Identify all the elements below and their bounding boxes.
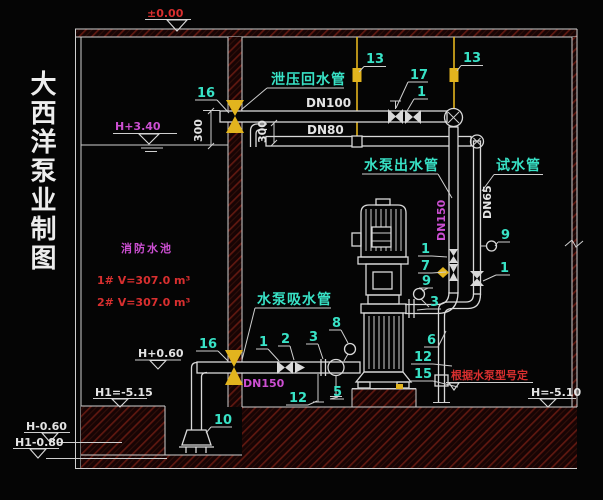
label-test-pipe: 试水管 (496, 157, 541, 174)
dim-pipe-gap: 300 (256, 120, 269, 143)
elev-water-level: H+3.40 (115, 120, 161, 133)
motor-terminal-box (371, 226, 392, 248)
drawing-title-vertical: 大西洋泵业制图 (26, 70, 56, 273)
callout-15: 15 (414, 367, 432, 382)
suction-gauge (343, 342, 357, 356)
wall-break-symbol (564, 239, 584, 248)
callout-16b: 16 (199, 337, 217, 352)
elev-suction-pipe: H+0.60 (138, 347, 184, 360)
note-per-pump-model: 根据水泵型号定 (451, 368, 528, 382)
pump-lantern (365, 263, 402, 296)
elev-ground: ±0.00 (147, 7, 184, 20)
suction-gate-valve (285, 361, 293, 374)
pool-volume-2: 2# V=307.0 m³ (97, 296, 191, 309)
number-callouts: 13 13 16 17 1 9 1 1 7 9 3 6 12 (195, 51, 510, 434)
elev-pool-base: H1=-5.15 (95, 386, 153, 399)
motor-lifting-cap (375, 198, 391, 206)
suction-reducer (295, 362, 305, 373)
callout-16a: 16 (197, 86, 215, 101)
tee-symbol (469, 134, 485, 149)
dn80-pipe (265, 135, 472, 147)
suction-drain (330, 376, 342, 397)
riser-coupling-2 (449, 68, 459, 82)
label-dn100: DN100 (306, 96, 351, 110)
callout-5: 5 (333, 385, 342, 400)
elevation-markers: ±0.00 H+3.40 H+0.60 H1=-5.15 H-0.60 H1-0… (13, 7, 581, 459)
vertical-multistage-pump (351, 198, 416, 389)
pump-foundation (351, 388, 417, 408)
riser-junction-box (351, 135, 363, 148)
dimensions: 300 300 (192, 107, 278, 150)
callout-13a: 13 (366, 52, 384, 67)
callout-2: 2 (281, 332, 290, 347)
callout-9b: 9 (422, 274, 431, 289)
motor-flange (357, 256, 409, 265)
motor-body (360, 204, 407, 258)
label-pump-outlet: 水泵出水管 (364, 157, 439, 174)
callout-10: 10 (214, 413, 232, 428)
elbow-up-symbol (443, 107, 464, 128)
label-fire-pool: 消防水池 (121, 241, 173, 255)
label-dn150-suction: DN150 (243, 377, 285, 390)
dn80-gooseneck (249, 123, 267, 147)
callout-1d: 1 (259, 335, 268, 350)
valves (225, 100, 484, 385)
label-dn150-riser: DN150 (435, 199, 448, 241)
pump-head (367, 294, 400, 305)
elev-outside-lower: H1-0.80 (15, 436, 64, 449)
piping (179, 107, 498, 453)
pipe-labels: 泄压回水管 DN100 DN80 水泵出水管 试水管 DN150 DN65 水泵… (240, 71, 543, 390)
foot-valve (179, 429, 214, 453)
callout-1b: 1 (500, 261, 509, 276)
callout-12b: 12 (289, 391, 307, 406)
callout-7: 7 (421, 259, 430, 274)
callout-1a: 1 (417, 85, 426, 100)
test-gauge (485, 240, 498, 252)
elev-outside-upper: H-0.60 (26, 420, 67, 433)
callout-17: 17 (410, 68, 428, 83)
label-pump-suction: 水泵吸水管 (257, 291, 332, 308)
anchor-bolt (396, 384, 403, 389)
wall-sleeve-bottom (225, 367, 243, 385)
callout-8: 8 (332, 316, 341, 331)
suction-flex-joint (320, 359, 327, 376)
dn100-gate-valve (395, 109, 403, 124)
suction-elbow-body (327, 358, 345, 377)
callout-3a: 3 (430, 295, 439, 310)
pump-base (354, 371, 413, 383)
suction-support (313, 374, 324, 403)
label-relief-return: 泄压回水管 (271, 71, 346, 88)
elev-room-floor: H=-5.10 (531, 386, 581, 399)
pool-annotations: 消防水池 1# V=307.0 m³ 2# V=307.0 m³ 根据水泵型号定 (97, 241, 533, 391)
dn100-pipe (219, 110, 448, 123)
riser-gate-valve (449, 272, 458, 281)
callout-13b: 13 (463, 51, 481, 66)
label-dn65: DN65 (481, 185, 494, 219)
callout-6: 6 (427, 333, 436, 348)
dn100-check-valve (413, 110, 421, 124)
dim-relief-drop: 300 (192, 119, 205, 142)
outlet-flex-joint (408, 299, 415, 318)
riser-check-valve (449, 256, 458, 263)
test-pipe-valve (470, 278, 484, 286)
callout-9a: 9 (501, 228, 510, 243)
wall-sleeve-top (226, 116, 244, 133)
pool-volume-1: 1# V=307.0 m³ (97, 274, 191, 287)
riser-coupling-1 (352, 68, 362, 82)
callout-1c: 1 (421, 242, 430, 257)
drain-support (434, 374, 449, 387)
callout-12a: 12 (414, 350, 432, 365)
label-dn80: DN80 (307, 123, 344, 137)
callout-3b: 3 (309, 330, 318, 345)
